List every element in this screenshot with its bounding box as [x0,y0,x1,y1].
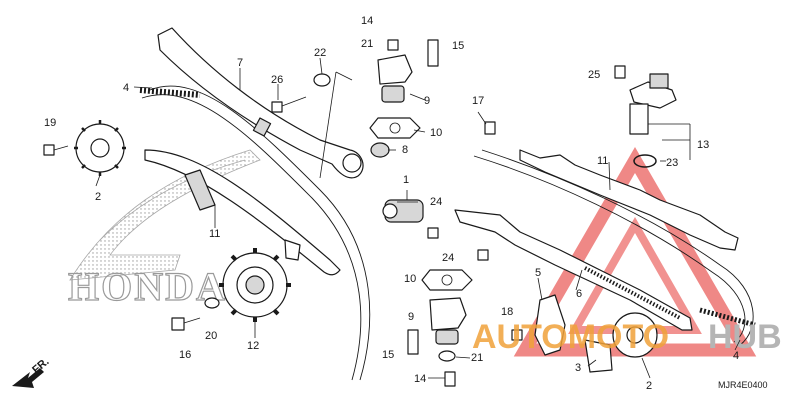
bolt-15-top [427,39,439,67]
washer-21-lower [438,350,456,362]
callout-20: 20 [205,330,217,342]
bolt-25 [614,65,626,79]
callout-21-lower: 21 [471,352,483,364]
bolt-24-lower [477,249,489,261]
watermark-grey: HUB [708,318,782,356]
callout-25: 25 [588,69,600,81]
callout-8: 8 [402,144,408,156]
cam-sensor-13 [629,73,677,135]
bolt-16 [171,317,201,331]
callout-10-lower: 10 [404,273,416,285]
callout-14-top: 14 [361,15,373,27]
bolt-26 [271,96,307,113]
callout-9-lower: 9 [408,311,414,323]
tensioner-lifter-lower [429,297,467,345]
leader-lines [95,57,741,379]
honda-logo-text: HONDA [68,264,227,309]
front-arrow-icon: FR. [12,356,52,388]
callout-17: 17 [472,95,484,107]
callout-14-lower: 14 [414,373,426,385]
o-ring-23 [633,154,657,168]
callout-13: 13 [697,139,709,151]
callout-19: 19 [44,117,56,129]
tensioner-arm-right [519,149,739,251]
callout-4-left: 4 [123,82,129,94]
callout-6: 6 [576,288,582,300]
drive-gear-12 [219,248,291,322]
watermark-text: AUTOMOTO HUB [472,318,782,356]
washer-20 [204,297,220,309]
bolt-18 [511,329,523,341]
callout-11-left: 11 [209,228,220,240]
honda-wing-logo: HONDA [67,149,261,310]
bracket-5 [534,294,566,356]
gasket-10-lower [421,269,473,291]
callout-7: 7 [237,57,243,69]
callout-2-left: 2 [95,191,101,203]
callout-15-top: 15 [452,40,464,52]
callout-9-top: 9 [424,95,430,107]
callout-11-right: 11 [597,155,608,167]
diagram-reference-code: MJR4E0400 [718,380,768,390]
callout-23: 23 [666,157,678,169]
callout-16: 16 [179,349,191,361]
gasket-3 [584,339,613,373]
seal-8 [370,142,390,158]
callout-1: 1 [403,174,409,186]
bolt-19 [43,144,69,156]
callout-15-lower: 15 [382,349,394,361]
washer-22 [313,73,331,87]
coupling-1 [382,199,424,223]
chain-end-4 [699,307,756,328]
callout-22: 22 [314,47,326,59]
callout-2-right: 2 [646,380,652,392]
callout-21-top: 21 [361,38,373,50]
cam-sprocket-left [74,120,126,176]
callout-labels: 1 2 2 3 4 4 5 6 7 8 9 9 10 10 11 11 12 1… [44,15,739,392]
callout-24-upper: 24 [430,196,442,208]
callout-10-top: 10 [430,127,442,139]
chain-guide-right [454,209,693,331]
watermark-orange: AUTOMOTO [472,318,669,356]
cam-chain-left [139,85,371,381]
bolt-24-upper [427,227,439,239]
bolt-17 [484,121,496,135]
callout-3: 3 [575,362,581,374]
chain-guide-left [144,149,341,276]
callout-4-right: 4 [733,350,739,362]
callout-12: 12 [247,340,259,352]
tensioner-arm [157,27,364,179]
callout-24-lower: 24 [442,252,454,264]
callout-5: 5 [535,267,541,279]
gasket-10-top [369,117,421,139]
cam-chain-right [473,149,754,346]
front-label: FR. [30,356,51,377]
cam-sprocket-right [612,312,658,358]
callout-26: 26 [271,74,283,86]
tensioner-lifter-top [377,39,413,103]
bolt-15-lower [407,329,419,355]
bolt-14-lower [444,371,456,387]
callout-18: 18 [501,306,513,318]
